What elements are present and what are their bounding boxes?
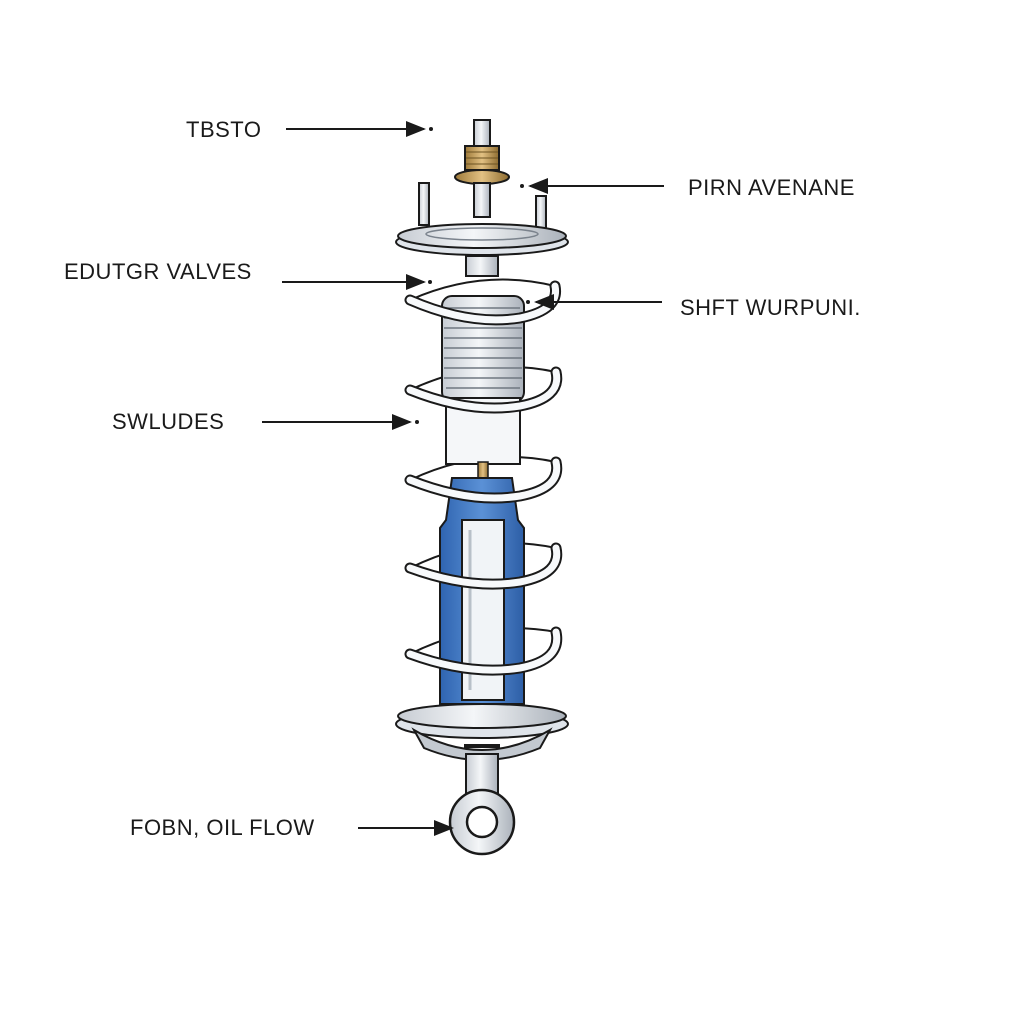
label-swludes: SWLUDES xyxy=(112,409,225,434)
lower-spring-seat xyxy=(395,703,569,761)
label-fobn-oil-flow: FOBN, OIL FLOW xyxy=(130,815,315,840)
dust-boot-bellows xyxy=(441,255,525,403)
label-shft-wurpuni: SHFT WURPUNI. xyxy=(680,295,861,320)
arrow-tip-dots xyxy=(415,127,530,424)
label-tbsto: TBSTO xyxy=(186,117,262,142)
top-stud xyxy=(454,119,510,218)
top-mount-plate xyxy=(395,223,569,256)
bottom-eye-mount xyxy=(448,753,516,856)
label-edutgr-valves: EDUTGR VALVES xyxy=(64,259,252,284)
label-pirn-avenane: PIRN AVENANE xyxy=(688,175,855,200)
leader-arrows xyxy=(262,121,664,836)
mounting-studs xyxy=(418,182,547,229)
